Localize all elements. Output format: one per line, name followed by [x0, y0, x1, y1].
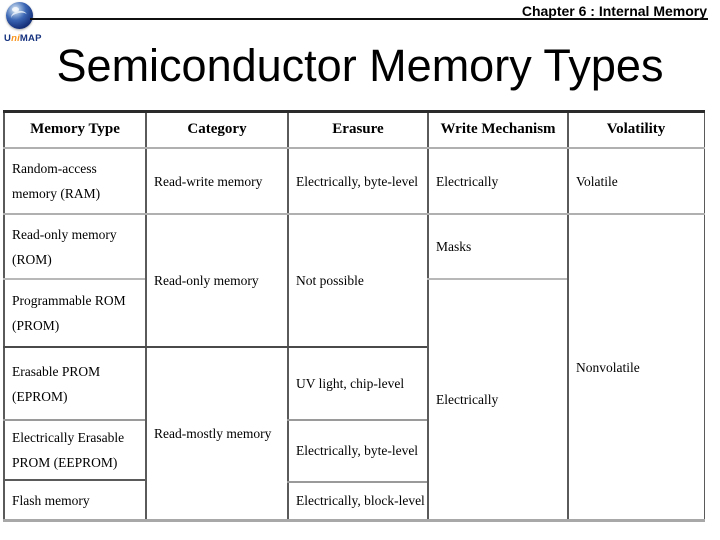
- page-title: Semiconductor Memory Types: [56, 40, 664, 91]
- cell-write-electrically-ram: Electrically: [436, 173, 499, 189]
- cell-volatility-nonvolatile: Nonvolatile: [576, 359, 640, 375]
- row-divider-eeprom-col3: [287, 481, 427, 483]
- row-divider-ram: [3, 213, 705, 215]
- cell-memory-type-rom: Read-only memory (ROM): [12, 226, 117, 267]
- chapter-heading: Chapter 6 : Internal Memory: [521, 3, 707, 19]
- row-divider-prom: [3, 346, 427, 348]
- cell-memory-type-eprom: Erasable PROM (EPROM): [12, 363, 101, 404]
- cell-write-masks: Masks: [436, 239, 472, 254]
- cell-erasure-uv-light: UV light, chip-level: [296, 376, 405, 391]
- cell-memory-type-eeprom: Electrically Erasable PROM (EEPROM): [12, 430, 125, 470]
- globe-logo-icon: [6, 2, 33, 29]
- cell-erasure-flash: Electrically, block-level: [296, 492, 425, 508]
- header-rule: [30, 18, 708, 20]
- header-cell-erasure: Erasure: [332, 121, 384, 137]
- header-divider: [3, 147, 705, 149]
- memory-types-table: Memory Type Category Erasure Write Mecha…: [3, 110, 705, 522]
- cell-category-read-write: Read-write memory: [154, 173, 263, 189]
- header-cell-memory-type: Memory Type: [30, 121, 120, 137]
- header-cell-volatility: Volatility: [606, 121, 666, 137]
- logo-wordmark: UniMAP: [4, 33, 50, 44]
- header-cell-category: Category: [187, 121, 247, 137]
- row-divider-eeprom-col1: [3, 479, 145, 481]
- col-divider-1: [145, 110, 147, 522]
- cell-category-read-only: Read-only memory: [154, 273, 259, 288]
- col-divider-4: [567, 110, 569, 522]
- cell-memory-type-flash: Flash memory: [12, 492, 90, 508]
- cell-category-read-mostly: Read-mostly memory: [154, 426, 272, 441]
- cell-memory-type-ram: Random-access memory (RAM): [12, 161, 101, 201]
- cell-memory-type-prom: Programmable ROM (PROM): [12, 293, 126, 333]
- cell-write-electrically-span: Electrically: [436, 392, 499, 407]
- cell-erasure-eeprom: Electrically, byte-level: [296, 442, 419, 458]
- col-divider-3: [427, 110, 429, 522]
- row-divider-masks-col4: [427, 278, 567, 280]
- table-border-bottom: [3, 519, 705, 522]
- row-divider-rom-col1: [3, 278, 145, 280]
- col-divider-2: [287, 110, 289, 522]
- logo-text-map: MAP: [19, 33, 42, 44]
- logo-text-u: U: [4, 33, 12, 44]
- row-divider-eprom-col3: [287, 419, 427, 421]
- cell-volatility-volatile: Volatile: [576, 173, 618, 189]
- cell-erasure-not-possible: Not possible: [296, 273, 364, 288]
- cell-erasure-ram: Electrically, byte-level: [296, 173, 419, 189]
- header-cell-write-mechanism: Write Mechanism: [440, 121, 556, 137]
- table-border-top: [3, 110, 705, 113]
- logo-text-ni: ni: [11, 33, 20, 44]
- table-border-right: [703, 110, 705, 522]
- row-divider-eprom-col1: [3, 419, 145, 421]
- unimap-logo: UniMAP: [4, 2, 48, 46]
- table-border-left: [3, 110, 5, 522]
